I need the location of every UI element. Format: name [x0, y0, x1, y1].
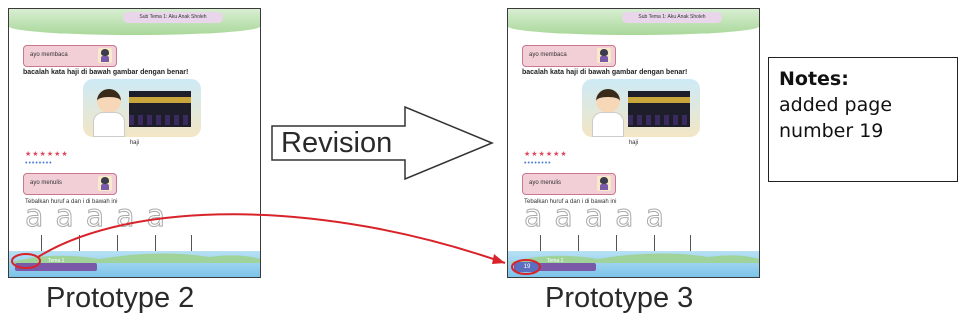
tracing-instruction: Tebalkan huruf a dan i di bawah ini [524, 199, 617, 205]
write-card: ayo menulis [23, 173, 117, 195]
revision-label: Revision [281, 127, 392, 159]
write-card: ayo menulis [522, 173, 616, 195]
prototype-3-page-number-circle [511, 259, 541, 275]
tracing-guides [540, 235, 700, 259]
guide-line [654, 235, 655, 257]
prototype-2-footer-circle [11, 253, 41, 269]
tracing-letter: a [146, 199, 165, 234]
prototype-2-page: Sub Tema 1: Aku Anak Sholeh ayo membaca … [8, 8, 261, 278]
reading-instruction: bacalah kata haji di bawah gambar dengan… [522, 69, 688, 76]
guide-line [191, 235, 192, 257]
footer-band: Tema 1 19 [508, 251, 759, 277]
footer-band: Tema 1 [9, 251, 260, 277]
write-card-label: ayo menulis [30, 180, 63, 186]
star-row: ★★★★★★ [524, 151, 568, 158]
child-head-icon [596, 89, 620, 113]
footer-theme-bar: Tema 1 [514, 258, 596, 271]
read-card: ayo membaca [522, 45, 616, 67]
notes-title: Notes: [779, 68, 849, 90]
prototype-2-label: Prototype 2 [46, 282, 195, 314]
notes-body: added page number 19 [779, 94, 893, 142]
picture-caption: haji [628, 140, 639, 146]
revision-arrow-icon [271, 105, 494, 181]
child-head-icon [97, 89, 121, 113]
guide-line [79, 235, 80, 257]
tracing-letter: a [55, 199, 74, 234]
header-band: Sub Tema 1: Aku Anak Sholeh [508, 9, 759, 35]
subtheme-pill: Sub Tema 1: Aku Anak Sholeh [622, 12, 722, 23]
header-band: Sub Tema 1: Aku Anak Sholeh [9, 9, 260, 35]
notes-box: Notes: added page number 19 [768, 57, 958, 182]
page-number-badge: 19 [516, 262, 538, 272]
footer-label: Tema 1 [547, 258, 564, 264]
connector-arrowhead-icon [492, 254, 505, 264]
tracing-letter: a [24, 199, 44, 234]
writing-child-icon [597, 176, 611, 191]
prototype-3-page: Sub Tema 1: Aku Anak Sholeh ayo membaca … [507, 8, 760, 278]
tracing-letter: a [554, 199, 573, 234]
hills-decoration [508, 253, 759, 263]
child-body-icon [93, 112, 125, 137]
comparison-connector-line [37, 213, 506, 264]
tracing-letter: a [584, 199, 604, 234]
read-card-label: ayo membaca [529, 52, 567, 58]
hajj-illustration [83, 79, 201, 137]
child-body-icon [592, 112, 624, 137]
picture-caption: haji [129, 140, 140, 146]
guide-line [540, 235, 541, 257]
footer-label: Tema 1 [48, 258, 65, 264]
guide-line [616, 235, 617, 257]
tracing-letter: a [615, 199, 634, 234]
dot-row: •••••••• [524, 160, 552, 167]
tracing-instruction: Tebalkan huruf a dan i di bawah ini [25, 199, 118, 205]
kaaba-icon [129, 91, 191, 127]
subtheme-pill: Sub Tema 1: Aku Anak Sholeh [123, 12, 223, 23]
hajj-illustration [582, 79, 700, 137]
star-row: ★★★★★★ [25, 151, 69, 158]
reading-child-icon [597, 48, 611, 63]
prototype-3-label: Prototype 3 [545, 282, 694, 314]
guide-line [41, 235, 42, 257]
write-card-label: ayo menulis [529, 180, 562, 186]
hills-decoration [9, 253, 260, 263]
kaaba-icon [628, 91, 690, 127]
dot-row: •••••••• [25, 160, 53, 167]
reading-child-icon [98, 48, 112, 63]
tracing-letters: a a a a a [24, 199, 245, 234]
tracing-letter: a [645, 199, 664, 234]
guide-line [578, 235, 579, 257]
guide-line [155, 235, 156, 257]
guide-line [117, 235, 118, 257]
tracing-guides [41, 235, 201, 259]
tracing-letters: a a a a a [523, 199, 744, 234]
read-card-label: ayo membaca [30, 52, 68, 58]
reading-instruction: bacalah kata haji di bawah gambar dengan… [23, 69, 189, 76]
read-card: ayo membaca [23, 45, 117, 67]
tracing-letter: a [85, 199, 105, 234]
footer-theme-bar: Tema 1 [15, 258, 97, 271]
writing-child-icon [98, 176, 112, 191]
guide-line [690, 235, 691, 257]
tracing-letter: a [523, 199, 543, 234]
